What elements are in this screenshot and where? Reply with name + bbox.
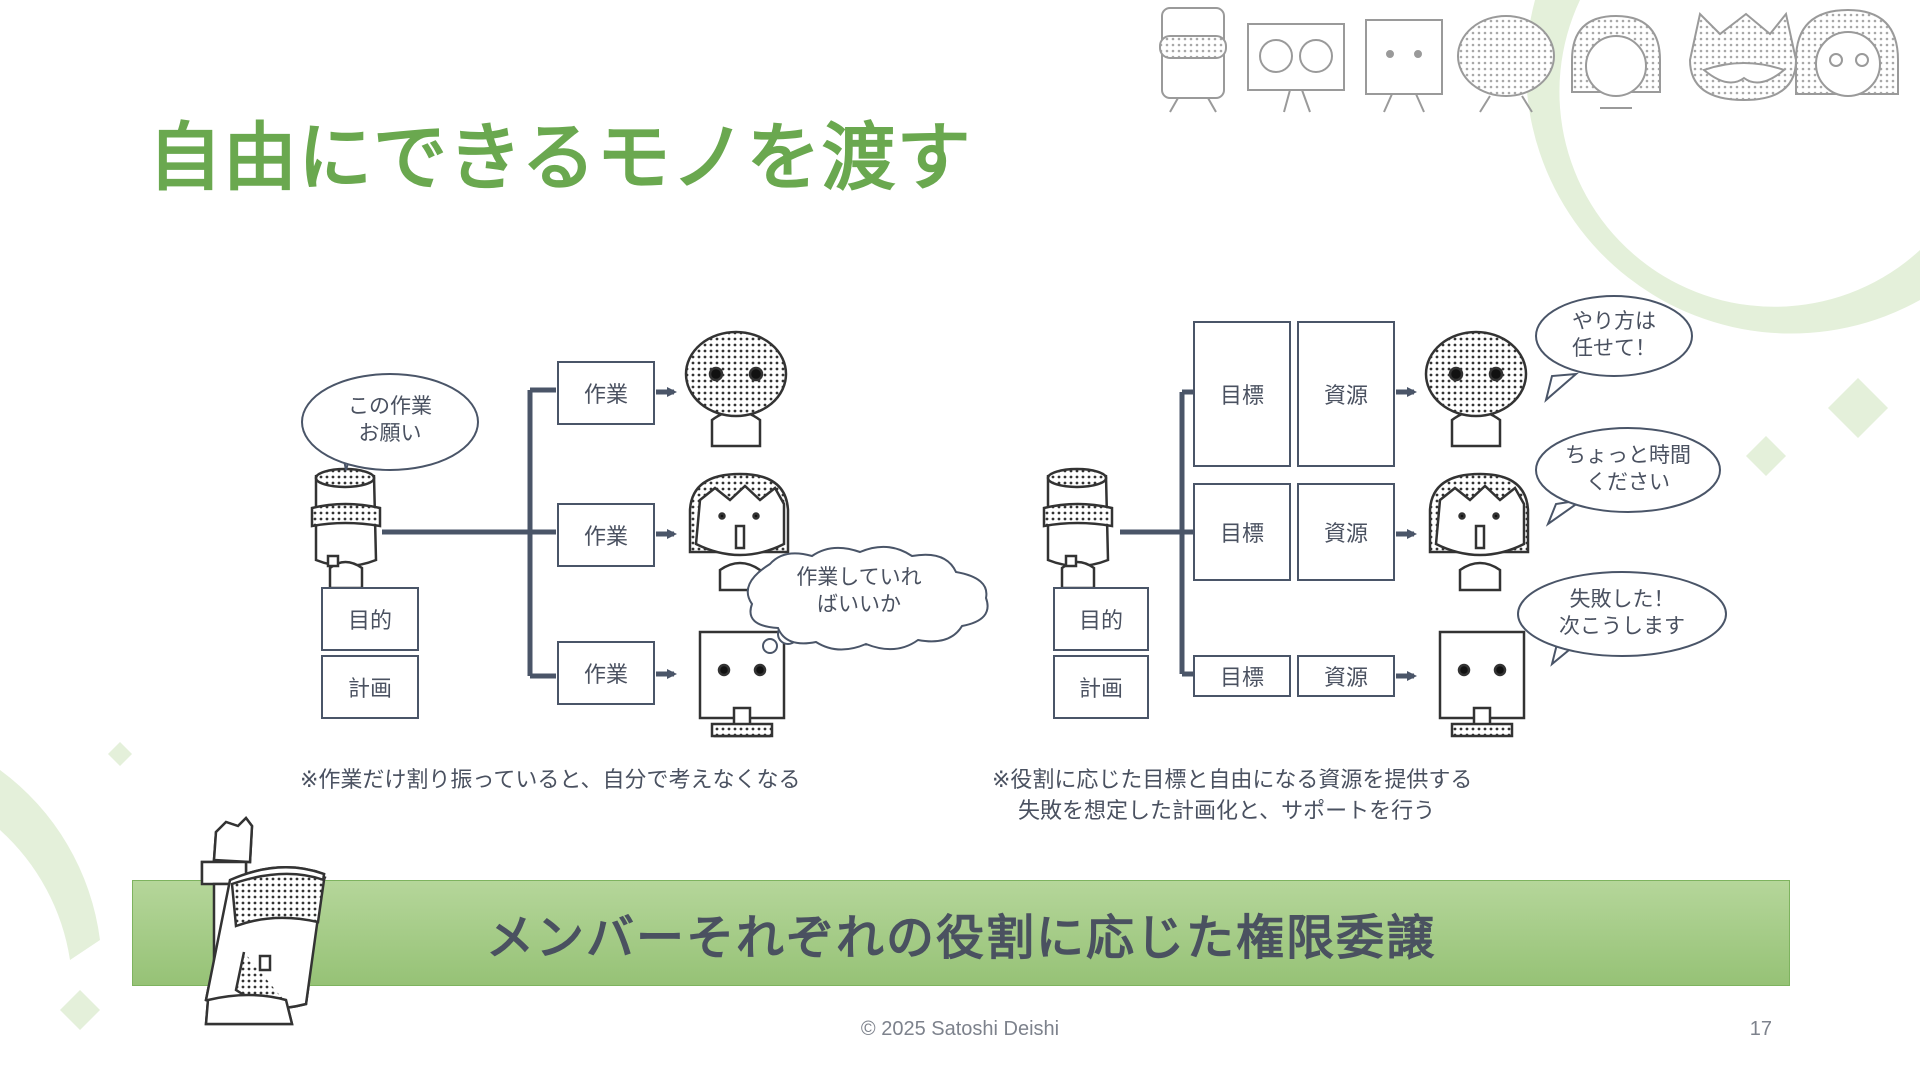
left-thought-text: 作業していれ ばいいか xyxy=(776,564,942,619)
left-thought-line1: 作業していれ xyxy=(796,565,922,589)
right-bubble-3-line1: 失敗した！ xyxy=(1569,587,1675,611)
left-member-box xyxy=(698,630,786,738)
right-goal-label-1: 目標 xyxy=(1219,384,1264,409)
left-plan-label: 計画 xyxy=(347,677,392,702)
right-bubble-2-text: ちょっと時間 ください xyxy=(1546,442,1710,497)
right-doc-boxes xyxy=(1053,587,1149,719)
right-speech-bubbles xyxy=(1517,295,1727,667)
left-doc-boxes xyxy=(321,587,419,719)
right-resource-label-3: 資源 xyxy=(1323,666,1368,691)
left-note: ※作業だけ割り振っていると、自分で考えなくなる xyxy=(300,768,801,793)
right-plan-label: 計画 xyxy=(1078,677,1123,702)
right-bubble-2-line2: ください xyxy=(1586,470,1670,495)
page-number: 17 xyxy=(1749,1018,1772,1040)
decorative-diamonds xyxy=(60,378,1888,1030)
summary-banner-text: メンバーそれぞれの役割に応じた権限委譲 xyxy=(485,910,1436,966)
slide-title: 自由にできるモノを渡す xyxy=(148,115,972,201)
right-bubble-1-line1: やり方は xyxy=(1572,309,1656,333)
left-thought-line2: ばいいか xyxy=(817,592,901,617)
decorative-arc-top-right xyxy=(1525,0,1920,334)
left-task-label-3: 作業 xyxy=(583,663,628,688)
cheering-character-foreground xyxy=(200,816,326,1026)
left-branch-lines xyxy=(382,387,556,679)
right-bubble-2-line1: ちょっと時間 xyxy=(1565,443,1691,467)
right-manager-character xyxy=(1042,467,1114,590)
right-arrows xyxy=(1396,387,1417,681)
left-member-round xyxy=(684,330,788,448)
right-bubble-1-line2: 任せて！ xyxy=(1572,336,1656,361)
right-goal-resource-boxes xyxy=(1193,321,1395,697)
right-goal-label-2: 目標 xyxy=(1219,522,1264,547)
right-member-girl xyxy=(1428,472,1530,592)
left-thought-cloud xyxy=(746,545,989,654)
right-bubble-1-text: やり方は 任せて！ xyxy=(1546,308,1682,363)
left-task-label-1: 作業 xyxy=(583,383,628,408)
left-manager-character xyxy=(310,467,382,590)
left-purpose-label: 目的 xyxy=(347,609,392,634)
left-speech-bubble xyxy=(301,373,479,471)
right-member-box xyxy=(1438,630,1526,738)
right-resource-label-1: 資源 xyxy=(1323,384,1368,409)
decorative-arc-left xyxy=(0,770,100,960)
right-bubble-3-text: 失敗した！ 次こうします xyxy=(1530,586,1714,641)
right-branch-lines xyxy=(1120,389,1194,677)
summary-banner: メンバーそれぞれの役割に応じた権限委譲 xyxy=(132,880,1790,986)
right-resource-label-2: 資源 xyxy=(1323,522,1368,547)
left-bubble-text: この作業 お願い xyxy=(318,393,462,448)
left-task-boxes xyxy=(557,361,655,705)
right-purpose-label: 目的 xyxy=(1078,609,1123,634)
left-member-girl xyxy=(688,472,790,592)
left-bubble-line1: この作業 xyxy=(348,394,432,418)
right-note: ※役割に応じた目標と自由になる資源を提供する 失敗を想定した計画化と、サポートを… xyxy=(992,766,1472,828)
right-note-line2: 失敗を想定した計画化と、サポートを行う xyxy=(1018,798,1436,824)
left-arrows xyxy=(656,387,677,679)
right-note-line1: ※役割に応じた目標と自由になる資源を提供する xyxy=(992,768,1473,793)
footer-copyright: © 2025 Satoshi Deishi xyxy=(860,1018,1060,1040)
left-bubble-line2: お願い xyxy=(358,421,422,446)
right-bubble-3-line2: 次こうします xyxy=(1559,614,1685,639)
character-strip xyxy=(1159,7,1899,113)
left-task-label-2: 作業 xyxy=(583,525,628,550)
right-member-round xyxy=(1424,330,1528,448)
right-goal-label-3: 目標 xyxy=(1219,666,1264,691)
